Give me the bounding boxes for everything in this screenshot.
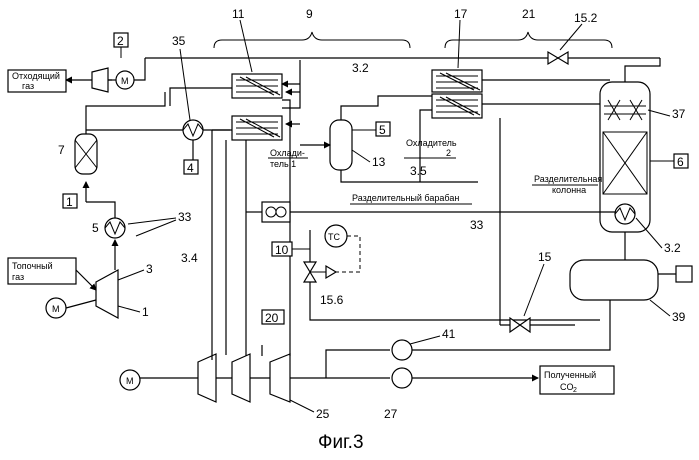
hx-17-lower-coil (436, 97, 480, 115)
hx-11-upper-coil (236, 77, 280, 95)
train-out (290, 350, 390, 378)
drum-13 (330, 120, 352, 170)
hx11-left-line (170, 88, 232, 106)
label-15-2-leader (560, 24, 582, 50)
drum-39 (570, 260, 658, 300)
label-39: 39 (672, 310, 686, 324)
top-shaft (134, 58, 145, 80)
marker-2-text: 2 (117, 34, 124, 48)
label-21: 21 (522, 7, 536, 21)
marker-4-text: 4 (187, 161, 194, 175)
label-9: 9 (306, 7, 313, 21)
label-35-leader (180, 49, 190, 120)
label-37-leader (648, 110, 670, 116)
marker-10-text: 10 (275, 243, 289, 257)
fuel-gas-line (76, 270, 96, 290)
co2-label-1: Полученный (544, 370, 596, 380)
valve-15-6-line (310, 230, 600, 320)
compressor-stage-2 (232, 354, 250, 402)
label-41: 41 (442, 327, 456, 341)
fuel-gas-label-1: Топочный (12, 261, 53, 271)
cooler1-label-1: Охлади- (270, 148, 305, 158)
label-27: 27 (384, 407, 398, 421)
co2-label-2: CO (560, 382, 574, 392)
hx-11-lower-coil (236, 119, 280, 137)
compressor-stage-3 (270, 354, 290, 402)
cooler2-label-1: Охладитель (406, 138, 457, 148)
label-41-leader (410, 336, 440, 344)
label-33-b: 33 (470, 218, 484, 232)
label-25: 25 (316, 407, 330, 421)
co2-subscript: 2 (573, 387, 577, 394)
label-11: 11 (232, 7, 245, 21)
column-top-arrow (625, 58, 660, 82)
reactor-top-line (86, 92, 165, 134)
marker-20-text: 20 (265, 311, 279, 325)
label-3-fuel: 3 (146, 262, 153, 276)
label-35: 35 (172, 34, 186, 48)
compressor-stage-1 (198, 354, 216, 402)
label-3-2-a: 3.2 (352, 61, 369, 75)
tc-actuator (326, 266, 336, 278)
label-39-leader (650, 300, 670, 316)
heater-up-line (86, 202, 115, 218)
label-3-2-b: 3.2 (664, 241, 681, 255)
flue-gas-label-1: Отходящий (12, 71, 60, 81)
label-15: 15 (538, 250, 552, 264)
train-motor-label: M (126, 376, 134, 386)
marker-6-text: 6 (677, 155, 684, 169)
label-7: 7 (58, 143, 65, 157)
label-1-leader (118, 306, 140, 312)
label-15-leader (524, 264, 544, 316)
label-5-heater: 5 (92, 221, 99, 235)
pump-27 (392, 368, 412, 388)
brace-21 (445, 32, 612, 48)
label-3-leader (118, 270, 144, 280)
fuel-gas-label-2: газ (12, 272, 24, 282)
sep-column-label-2: колонна (552, 185, 586, 195)
drum-top-line (341, 96, 432, 120)
pump-41 (392, 340, 412, 360)
label-37: 37 (672, 107, 686, 121)
label-33-a: 33 (178, 210, 192, 224)
tc-label: TC (328, 232, 340, 242)
label-11-leader (240, 20, 252, 72)
label-13: 13 (372, 155, 386, 169)
cooler2-label-2: 2 (446, 148, 451, 158)
flue-gas-label-2: газ (22, 81, 34, 91)
label-17-leader (458, 20, 460, 68)
sep-drum-label: Разделительный барабан (352, 193, 459, 203)
compressor-motor-label: M (52, 304, 60, 314)
label-13-leader (352, 150, 370, 162)
label-33-leader (128, 218, 176, 236)
top-motor-label: M (121, 76, 129, 86)
valve-15-2 (548, 52, 568, 64)
label-17: 17 (454, 7, 468, 21)
label-3-5: 3.5 (410, 164, 427, 178)
compressor-shaft (66, 300, 96, 308)
cooler1-label-2: тель 1 (270, 159, 296, 169)
label-15-6: 15.6 (320, 293, 344, 307)
marker-5-drum-text: 5 (379, 123, 386, 137)
label-3-4: 3.4 (181, 251, 198, 265)
label-1: 1 (142, 305, 149, 319)
marker-1-text: 1 (66, 195, 73, 209)
sep-column-label-1: Разделительная (534, 174, 602, 184)
expander (92, 68, 108, 92)
figure-caption: Фиг.3 (318, 432, 364, 453)
drum-39-outlet-box (676, 266, 692, 282)
label-25-leader (290, 400, 314, 412)
label-15-2: 15.2 (574, 11, 598, 25)
compressor-1 (96, 270, 118, 318)
